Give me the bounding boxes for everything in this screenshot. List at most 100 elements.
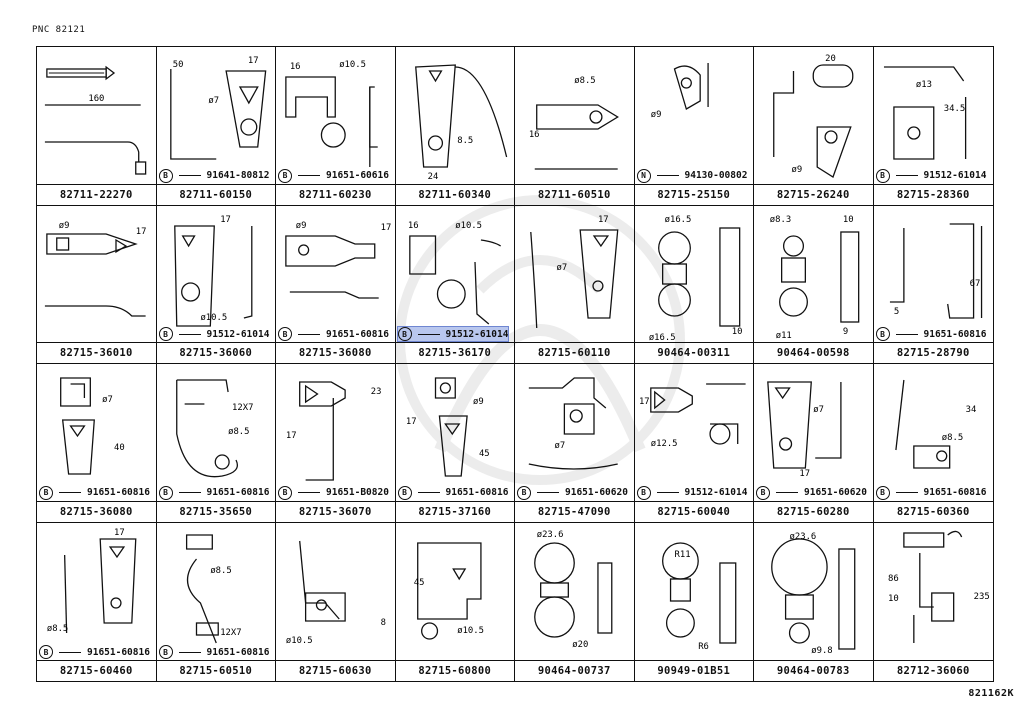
dimension-label: R6 (698, 641, 709, 651)
dimension-label: ø9.8 (811, 645, 832, 655)
part-number[interactable]: 82715-28360 (873, 183, 993, 205)
part-number[interactable]: 82711-22270 (37, 183, 156, 205)
dimension-label: 34.5 (943, 104, 965, 114)
dimension-label: ø10.5 (457, 625, 484, 635)
part-number[interactable]: 82715-36170 (395, 342, 514, 363)
dimension-label: ø9 (792, 165, 803, 175)
dimension-label: ø8.3 (770, 214, 791, 224)
part-number[interactable]: 82711-60230 (276, 183, 395, 205)
part-number[interactable]: 82715-26240 (754, 183, 873, 205)
fastener-mark-icon: B (875, 485, 890, 500)
part-number[interactable]: 82715-60460 (37, 660, 156, 681)
fastener-mark-icon: B (756, 485, 770, 500)
fastener-mark-icon: B (158, 485, 173, 500)
dimension-label: ø7 (813, 405, 824, 415)
part-number[interactable]: 90464-00598 (754, 342, 873, 363)
dimension-label: 50 (172, 60, 183, 70)
part-number[interactable]: 82711-60340 (395, 183, 514, 205)
part-number[interactable]: 82715-60040 (634, 500, 753, 522)
part-number[interactable]: 82711-60150 (156, 183, 275, 205)
part-number[interactable]: 82715-60800 (395, 660, 514, 681)
fastener-part-number: 91651-60816 (87, 487, 150, 498)
part-number[interactable]: 82715-60510 (156, 660, 275, 681)
dimension-label: ø23.6 (537, 529, 564, 539)
part-number[interactable]: 82715-60630 (276, 660, 395, 681)
dimension-label: 16 (407, 220, 418, 230)
fastener-mark-icon: N (636, 168, 651, 183)
fastener-part-number: 91651-60816 (206, 646, 270, 658)
fastener-part-number: 91512-61014 (206, 328, 270, 340)
dimension-label: 8.5 (457, 136, 473, 146)
part-number[interactable]: 90464-00737 (515, 660, 634, 681)
leader-line (178, 175, 201, 176)
part-number[interactable]: 82715-60360 (873, 500, 993, 522)
part-number[interactable]: 82712-36060 (873, 660, 993, 681)
part-number[interactable]: 90949-01B51 (634, 660, 753, 681)
part-number[interactable]: 82715-37160 (395, 500, 514, 522)
dimension-label: 12X7 (232, 403, 253, 413)
dimension-label: ø10.5 (455, 220, 482, 230)
part-drawing: 16 ø10.5 (407, 220, 501, 324)
part-number[interactable]: 82715-36080 (276, 342, 395, 363)
part-number[interactable]: 90464-00311 (634, 342, 753, 363)
part-number[interactable]: 82715-28790 (873, 342, 993, 363)
part-number[interactable]: 90464-00783 (754, 660, 873, 681)
part-number[interactable]: 82715-36060 (156, 342, 275, 363)
part-number[interactable]: 82715-25150 (634, 183, 753, 205)
part-number[interactable]: 82715-36080 (37, 500, 156, 522)
dimension-label: 86 (887, 573, 898, 583)
part-drawing: 12X7 ø8.5 (175, 379, 253, 478)
leader-line (178, 492, 201, 493)
dimension-label: ø8.5 (228, 427, 249, 437)
dimension-label: 10 (843, 214, 854, 224)
dimension-label: ø10.5 (339, 60, 366, 70)
dimension-label: ø9 (473, 397, 484, 407)
dimension-label: 17 (598, 214, 609, 224)
dimension-label: 17 (136, 226, 147, 236)
part-number[interactable]: 82715-47090 (515, 500, 634, 522)
part-number[interactable]: 82715-36010 (37, 342, 156, 363)
part-number[interactable]: 82715-36070 (276, 500, 395, 522)
part-number[interactable]: 82711-60510 (515, 183, 634, 205)
part-number[interactable]: 82715-60280 (754, 500, 873, 522)
part-number[interactable]: 82715-60110 (515, 342, 634, 363)
dimension-label: 8 (381, 617, 386, 627)
part-number[interactable]: 82715-35650 (156, 500, 275, 522)
